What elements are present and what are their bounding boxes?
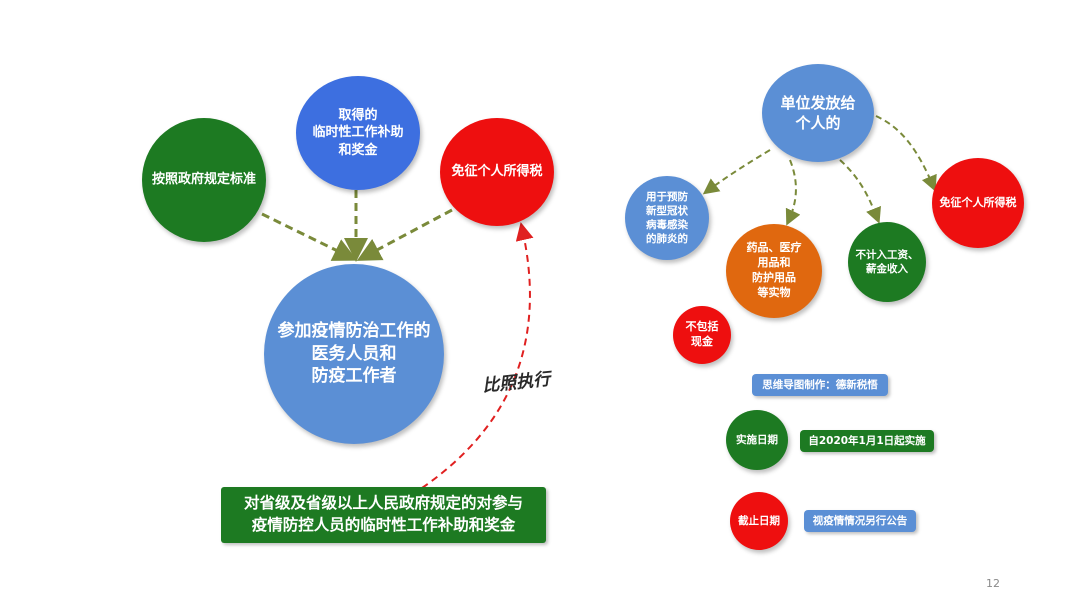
arrow-center-to-not-income [839,159,881,224]
node-medical-goods: 药品、医疗 用品和 防护用品 等实物 [726,224,822,318]
node-obtained-subsidy-label: 取得的 临时性工作补助 和奖金 [312,107,404,158]
node-not-income: 不计入工资、 薪金收入 [848,222,926,302]
arrow-center-to-prevention [702,149,771,195]
node-tax-exempt-right-label: 免征个人所得税 [939,195,1017,209]
node-not-income-label: 不计入工资、 薪金收入 [855,248,919,275]
node-medical-workers-label: 参加疫情防治工作的 医务人员和 防疫工作者 [277,320,431,387]
arrow-reference-to-exempt [421,222,534,489]
end-date-value: 视疫情情况另行公告 [812,514,908,527]
node-tax-exempt-left: 免征个人所得税 [440,118,554,226]
node-government-standard-label: 按照政府规定标准 [151,172,256,188]
node-tax-exempt-right: 免征个人所得税 [932,158,1024,248]
arrow-standard-to-center [261,212,358,261]
page-number: 12 [986,577,1000,590]
end-date-label: 截止日期 [738,514,780,527]
policy-box-label: 对省级及省级以上人民政府规定的对参与 疫情防控人员的临时性工作补助和奖金 [243,494,523,534]
end-date-badge: 截止日期 [730,492,788,550]
node-no-cash-label: 不包括 现金 [685,320,719,348]
node-government-standard: 按照政府规定标准 [142,118,266,242]
node-medical-goods-label: 药品、医疗 用品和 防护用品 等实物 [746,241,802,299]
arrow-center-to-goods [785,159,801,226]
node-unit-issued: 单位发放给 个人的 [762,64,874,162]
node-medical-workers: 参加疫情防治工作的 医务人员和 防疫工作者 [264,264,444,444]
credit-label: 思维导图制作：德新税悟 [762,378,878,391]
start-date-label: 实施日期 [736,433,778,446]
node-prevention-use-label: 用于预防 新型冠状 病毒感染 的肺炎的 [646,190,688,246]
node-obtained-subsidy: 取得的 临时性工作补助 和奖金 [296,76,420,190]
node-prevention-use: 用于预防 新型冠状 病毒感染 的肺炎的 [625,176,709,260]
node-no-cash: 不包括 现金 [673,306,731,364]
start-date-box: 自2020年1月1日起实施 [800,430,934,452]
credit-box: 思维导图制作：德新税悟 [752,374,888,396]
node-tax-exempt-left-label: 免征个人所得税 [451,164,543,180]
end-date-box: 视疫情情况另行公告 [804,510,916,532]
start-date-value: 自2020年1月1日起实施 [808,434,926,447]
policy-box: 对省级及省级以上人民政府规定的对参与 疫情防控人员的临时性工作补助和奖金 [221,487,546,543]
node-unit-issued-label: 单位发放给 个人的 [780,93,856,132]
arrow-exempt-to-center [356,208,453,261]
arrow-center-to-exempt [875,115,937,192]
start-date-badge: 实施日期 [726,410,788,470]
